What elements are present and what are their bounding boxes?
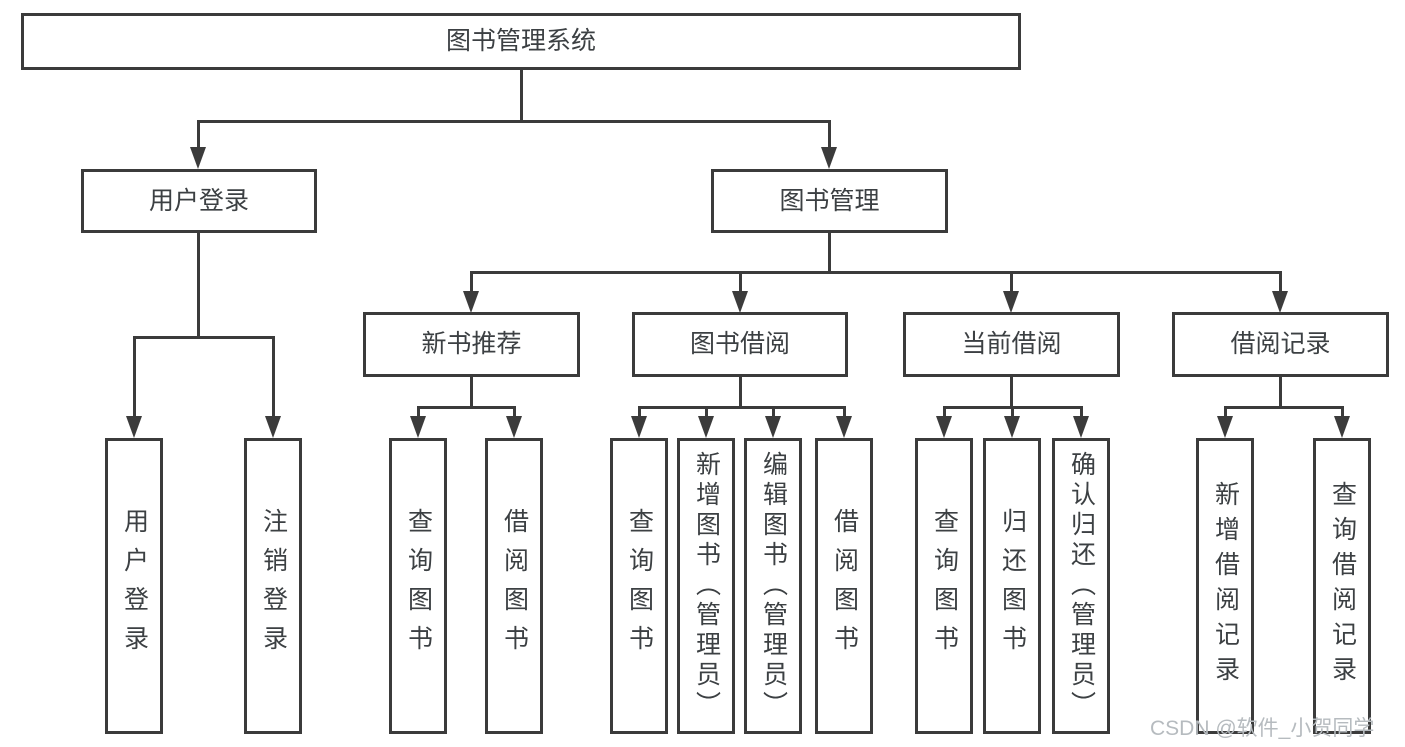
connector-hline [638,406,846,409]
connector-arrow-down [936,416,952,438]
connector-vline [133,336,136,420]
connector-vline [1279,376,1282,409]
connector-vline [417,406,420,420]
connector-vline [470,376,473,409]
leaf-user-login: 用户登录 [105,438,163,734]
connector-vline [197,120,200,153]
node-book-borrowing: 图书借阅 [632,312,848,377]
connector-hline [470,271,1282,274]
connector-vline [513,406,516,420]
connector-vline [1010,376,1013,409]
leaf-edit-book-admin: 编辑图书（管理员） [744,438,802,734]
node-book-management: 图书管理 [711,169,948,233]
connector-arrow-down [1217,416,1233,438]
connector-arrow-down [265,416,281,438]
connector-vline [520,69,523,121]
connector-vline [828,232,831,274]
node-borrowing-records: 借阅记录 [1172,312,1389,377]
connector-vline [843,406,846,420]
connector-vline [943,406,946,420]
connector-hline [197,120,831,123]
connector-vline [828,120,831,153]
connector-vline [197,232,200,339]
connector-vline [705,406,708,420]
connector-hline [417,406,516,409]
connector-vline [272,336,275,420]
connector-hline [133,336,275,339]
node-user-login: 用户登录 [81,169,317,233]
connector-arrow-down [631,416,647,438]
leaf-query-books-borrowing: 查询图书 [610,438,668,734]
connector-arrow-down [765,416,781,438]
leaf-add-borrow-record: 新增借阅记录 [1196,438,1254,734]
leaf-query-books-current: 查询图书 [915,438,973,734]
connector-hline [1224,406,1344,409]
connector-arrow-down [1272,291,1288,313]
leaf-borrow-books-recommend: 借阅图书 [485,438,543,734]
node-new-book-recommendation: 新书推荐 [363,312,580,377]
node-library-management-system: 图书管理系统 [21,13,1021,70]
connector-arrow-down [1004,416,1020,438]
connector-arrow-down [506,416,522,438]
connector-arrow-down [732,291,748,313]
connector-arrow-down [1073,416,1089,438]
connector-vline [772,406,775,420]
connector-vline [1010,271,1013,295]
connector-arrow-down [190,147,206,169]
leaf-query-borrow-record: 查询借阅记录 [1313,438,1371,734]
connector-arrow-down [698,416,714,438]
connector-vline [739,376,742,409]
connector-arrow-down [126,416,142,438]
node-current-borrowing: 当前借阅 [903,312,1120,377]
connector-vline [470,271,473,295]
connector-arrow-down [463,291,479,313]
connector-vline [1279,271,1282,295]
leaf-add-book-admin: 新增图书（管理员） [677,438,735,734]
leaf-logout: 注销登录 [244,438,302,734]
leaf-confirm-return-admin: 确认归还（管理员） [1052,438,1110,734]
connector-arrow-down [836,416,852,438]
connector-vline [1341,406,1344,420]
leaf-return-book: 归还图书 [983,438,1041,734]
connector-vline [638,406,641,420]
connector-vline [1224,406,1227,420]
connector-arrow-down [410,416,426,438]
leaf-query-books-recommend: 查询图书 [389,438,447,734]
connector-vline [1011,406,1014,420]
leaf-borrow-books-borrowing: 借阅图书 [815,438,873,734]
connector-arrow-down [821,147,837,169]
watermark: CSDN @软件_小贺同学 [1150,717,1375,740]
connector-arrow-down [1003,291,1019,313]
connector-vline [739,271,742,295]
connector-arrow-down [1334,416,1350,438]
connector-vline [1080,406,1083,420]
